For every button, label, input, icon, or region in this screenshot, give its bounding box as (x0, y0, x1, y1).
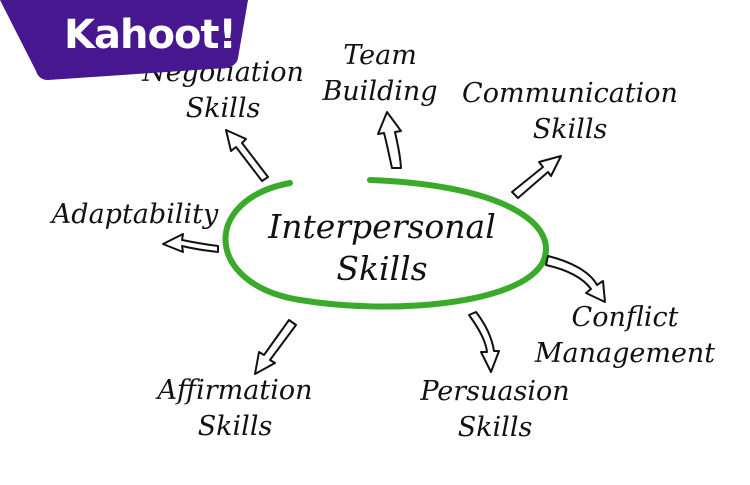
kahoot-logo-badge: Kahoot! (0, 0, 248, 80)
node-team-line2: Building (322, 76, 438, 107)
node-communication-line2: Skills (532, 114, 608, 145)
node-communication-skills: Communication Skills (455, 76, 685, 148)
badge-shape (0, 0, 248, 80)
arrow-persuasion (468, 311, 500, 373)
node-team-building: Team Building (300, 38, 460, 110)
center-label: Interpersonal Skills (262, 206, 502, 290)
center-label-line2: Skills (336, 249, 428, 288)
arrow-adaptability (162, 233, 219, 253)
center-ellipse (222, 177, 549, 310)
node-persuasion-line1: Persuasion (420, 376, 570, 407)
node-conflict-line2: Management (534, 338, 716, 369)
node-adaptability-line1: Adaptability (51, 199, 219, 230)
node-conflict-management: Conflict Management (530, 300, 720, 372)
arrow-negotiation (225, 129, 269, 182)
node-conflict-line1: Conflict (571, 302, 679, 333)
node-affirmation-skills: Affirmation Skills (140, 373, 330, 445)
arrow-conflict (545, 255, 606, 303)
node-adaptability: Adaptability (40, 197, 230, 233)
node-persuasion-skills: Persuasion Skills (405, 374, 585, 446)
arrow-affirmation (254, 319, 297, 375)
node-communication-line1: Communication (462, 78, 678, 109)
node-persuasion-line2: Skills (457, 412, 533, 443)
center-label-line1: Interpersonal (268, 207, 496, 246)
node-team-line1: Team (343, 40, 417, 71)
node-affirmation-line1: Affirmation (157, 375, 313, 406)
arrow-communication (511, 155, 562, 199)
node-negotiation-line2: Skills (185, 93, 261, 124)
arrow-team (377, 111, 402, 169)
node-affirmation-line2: Skills (197, 411, 273, 442)
kahoot-logo-text: Kahoot! (64, 12, 237, 58)
